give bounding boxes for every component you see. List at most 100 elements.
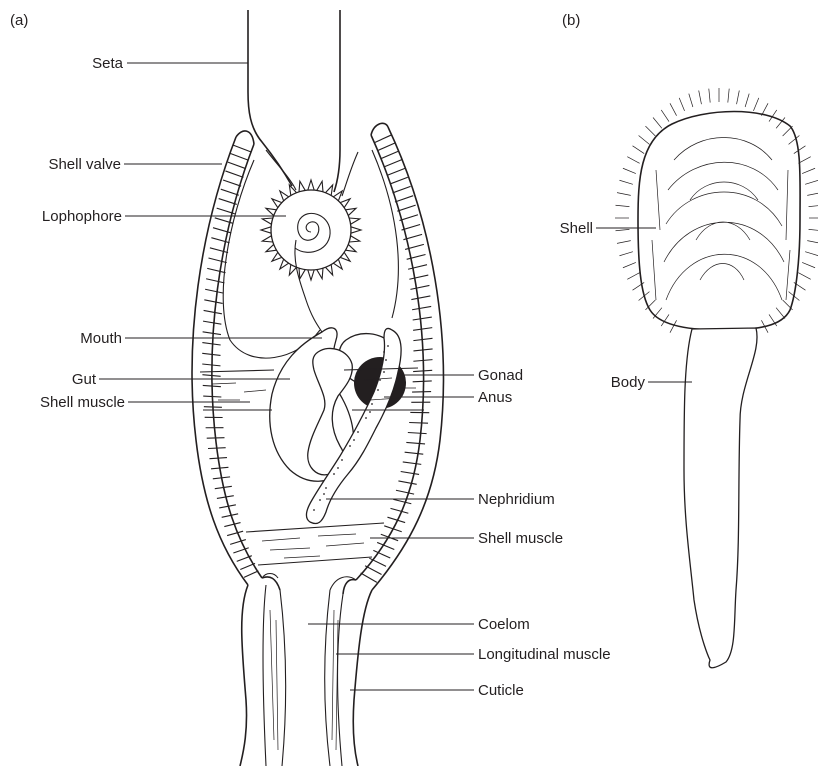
shell-valve-segment — [384, 160, 402, 167]
shell-seta — [617, 241, 631, 244]
nephridium-dot — [319, 499, 321, 501]
shell-valve-segment — [207, 268, 225, 272]
shell-valve-segment — [396, 490, 414, 494]
shell-seta — [737, 90, 740, 104]
shell-valve-segment — [395, 196, 413, 202]
shell-valve-segment — [409, 275, 428, 279]
nephridium-dot — [383, 351, 385, 353]
lophophore-tentacle — [351, 227, 361, 233]
label-shell-valve: Shell valve — [48, 156, 121, 173]
shell-valve-segment — [240, 563, 255, 569]
shell-valve-segment — [202, 343, 220, 345]
nephridium-dot — [377, 389, 379, 391]
lophophore — [261, 180, 361, 332]
shell-valve-segment — [413, 370, 432, 371]
nephridium-dot — [349, 445, 351, 447]
lophophore-tentacle — [261, 227, 271, 233]
shell-valve-segment — [387, 168, 405, 175]
lophophore-tentacle — [308, 270, 314, 280]
shell-valve-segment — [399, 215, 417, 221]
shell-seta — [809, 229, 818, 230]
nephridium-dot — [357, 431, 359, 433]
pedicle — [240, 574, 372, 767]
label-cuticle: Cuticle — [478, 682, 524, 699]
shell-seta — [645, 126, 655, 136]
shell-seta — [802, 262, 815, 267]
nephridium-dot — [385, 359, 387, 361]
shell-seta — [807, 241, 818, 244]
shell-seta — [798, 273, 810, 280]
shell-seta — [639, 136, 650, 145]
nephridium-dot — [379, 379, 381, 381]
lophophore-tentacle — [308, 180, 314, 190]
shell-valve-segment — [202, 375, 220, 377]
shell-valve-segment — [208, 448, 226, 449]
label-shell: Shell — [560, 220, 593, 237]
shell-seta — [623, 262, 636, 267]
shell-seta — [627, 273, 639, 280]
shell-seta — [627, 157, 639, 164]
shell-seta — [802, 168, 815, 173]
shell-seta — [616, 229, 630, 230]
shell-valve-segment — [222, 514, 238, 518]
shell-seta — [728, 89, 729, 103]
nephridium-dot — [365, 417, 367, 419]
lophophore-disc — [271, 190, 351, 270]
right-mantle-line — [372, 150, 398, 318]
shell-seta — [798, 157, 810, 164]
shell-valve-segment — [413, 328, 432, 331]
shell-valve-segment — [208, 258, 226, 263]
panel-b-leader-lines — [596, 228, 692, 382]
shell-valve-segment — [377, 542, 394, 549]
shell-seta — [689, 94, 693, 107]
shell-valve-segment — [374, 135, 391, 143]
shell-seta — [617, 193, 631, 196]
shell-valve-segment — [361, 573, 377, 582]
shell-valve-segment — [204, 310, 222, 313]
shell-valve-segment — [221, 189, 239, 195]
label-seta: Seta — [92, 55, 124, 72]
nephridium-dot — [387, 345, 389, 347]
label-shell-muscle-upper: Shell muscle — [40, 394, 125, 411]
left-shell-valve-outer — [192, 137, 248, 585]
shell-valve-segment — [381, 151, 399, 158]
shell-seta — [794, 146, 806, 154]
nephridium-dot — [325, 487, 327, 489]
shell-valve-segment — [390, 508, 408, 513]
shell-seta — [670, 103, 677, 115]
nephridium-dot — [323, 493, 325, 495]
panel-a-drawing — [192, 10, 443, 766]
shell-seta — [679, 98, 684, 111]
shell-seta — [670, 320, 677, 332]
shell-valve-segment — [413, 381, 432, 382]
shell-valve-segment — [223, 180, 241, 186]
shell-valve-segment — [403, 462, 422, 464]
label-nephridium: Nephridium — [478, 491, 555, 508]
nephridium-dot — [369, 411, 371, 413]
right-shell-valve-top — [371, 123, 388, 135]
shell-valve-segment — [228, 162, 246, 169]
shell-valve-segment — [225, 171, 243, 177]
shell-valve-segment — [230, 540, 246, 545]
shell-seta — [805, 180, 818, 184]
shell-valve-segment — [203, 396, 221, 397]
shell-valve-segment — [203, 321, 221, 324]
nephridium-dot — [353, 439, 355, 441]
shell-seta — [745, 94, 749, 107]
nephridium-dot — [313, 509, 315, 511]
label-shell-muscle-lower: Shell muscle — [478, 530, 563, 547]
label-gonad: Gonad — [478, 367, 523, 384]
shell-valve-segment — [209, 458, 227, 459]
shell-seta — [753, 98, 758, 111]
shell-valve-segment — [405, 452, 424, 454]
shell-valve-segment — [227, 531, 243, 535]
shell-valve-segment — [210, 248, 228, 253]
shell-seta — [709, 89, 710, 103]
shell-valve-segment — [230, 154, 248, 161]
label-mouth: Mouth — [80, 330, 122, 347]
shell-seta — [623, 168, 636, 173]
shell-outline — [638, 112, 800, 331]
label-coelom: Coelom — [478, 616, 530, 633]
shell-valve-segment — [409, 423, 428, 424]
